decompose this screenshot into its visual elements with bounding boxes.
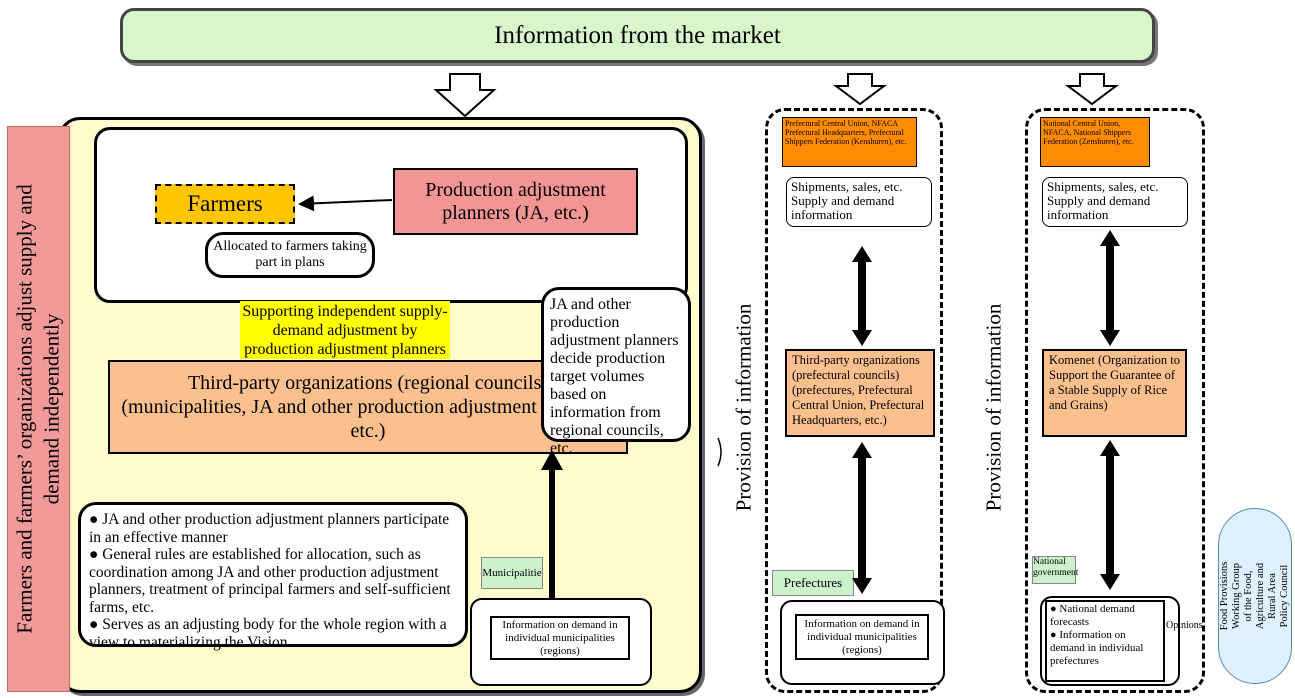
allocated-text: Allocated to farmers taking part in plan… xyxy=(213,239,367,270)
market-information-banner: Information from the market xyxy=(120,8,1155,63)
production-planner-box: Production adjustment planners (JA, etc.… xyxy=(393,168,638,235)
supporting-banner: Supporting independent supply-demand adj… xyxy=(240,301,450,359)
komenet-box: Komenet (Organization to Support the Gua… xyxy=(1042,349,1187,437)
prefecture-header: Prefectural Central Union, NFACA Prefect… xyxy=(782,117,917,167)
prefectures-label: Prefectures xyxy=(772,570,854,596)
national-government-label: National government xyxy=(1032,556,1078,584)
prefecture-double-arrow-top xyxy=(852,246,872,346)
prefecture-third-party-box: Third-party organizations (prefectural c… xyxy=(785,349,935,437)
farmers-label: Farmers xyxy=(187,191,263,216)
provision-column-1: Provision of information xyxy=(720,120,768,695)
national-shipments-box: Shipments, sales, etc. Supply and demand… xyxy=(1042,177,1188,227)
planner-to-farmers-arrow xyxy=(298,195,393,212)
prefecture-shipments-box: Shipments, sales, etc. Supply and demand… xyxy=(786,177,932,227)
national-info-bullet: ● Information on demand in individual pr… xyxy=(1050,629,1144,667)
bullet-item: ● General rules are established for allo… xyxy=(89,546,451,616)
farmers-side-label: Farmers and farmers’ organizations adjus… xyxy=(7,126,70,692)
bullet-item: ● Serves as an adjusting body for the wh… xyxy=(89,616,447,651)
prefecture-double-arrow-bottom xyxy=(852,442,872,594)
council-oval: Food Provisions Working Group of the Foo… xyxy=(1218,508,1292,684)
down-arrow-right xyxy=(1065,73,1119,106)
municipal-up-arrow xyxy=(541,450,563,600)
supporting-text: Supporting independent supply-demand adj… xyxy=(242,302,448,358)
ja-decision-callout: JA and other production adjustment plann… xyxy=(541,287,691,457)
national-info-box: ● National demand forecasts ● Informatio… xyxy=(1045,600,1165,682)
third-party-title: Third-party organizations (regional coun… xyxy=(187,372,549,394)
municipal-info-box: Information on demand in individual muni… xyxy=(490,616,630,660)
regional-council-bullets: ● JA and other production adjustment pla… xyxy=(78,502,468,651)
national-double-arrow-top xyxy=(1100,230,1120,346)
prefecture-column xyxy=(765,108,943,693)
national-header: National Central Union, NFACA, National … xyxy=(1040,117,1150,167)
third-party-sub: (municipalities, JA and other production… xyxy=(121,396,615,442)
down-arrow-left xyxy=(433,73,497,118)
banner-text: Information from the market xyxy=(494,21,781,49)
national-double-arrow-bottom xyxy=(1100,440,1120,590)
brace-mark xyxy=(717,437,722,467)
planner-label: Production adjustment planners (JA, etc.… xyxy=(425,178,606,224)
allocated-callout: Allocated to farmers taking part in plan… xyxy=(205,232,375,278)
ja-decision-text: JA and other production adjustment plann… xyxy=(550,296,679,457)
farmers-box: Farmers xyxy=(155,184,295,224)
national-column xyxy=(1025,108,1205,693)
bullet-item: ● JA and other production adjustment pla… xyxy=(89,511,450,546)
municipalities-label: Municipalitie xyxy=(481,557,543,589)
down-arrow-mid xyxy=(833,73,887,106)
prefecture-info-box: Information on demand in individual muni… xyxy=(795,614,929,660)
opinions-label: Opinions xyxy=(1166,620,1203,631)
national-info-bullet: ● National demand forecasts xyxy=(1050,603,1135,628)
provision-column-2: Provision of information xyxy=(970,120,1018,695)
